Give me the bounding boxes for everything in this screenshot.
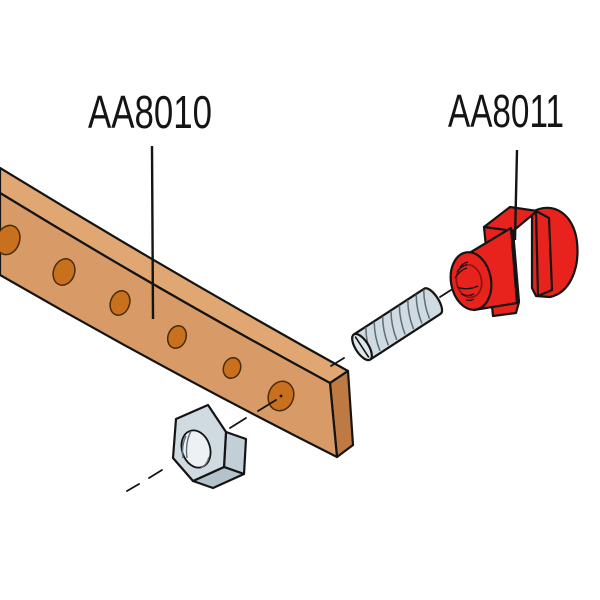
stud-threads bbox=[365, 289, 431, 357]
hex-nut bbox=[171, 403, 248, 490]
center-axis-line bbox=[126, 289, 452, 492]
busbar-hole bbox=[109, 290, 131, 316]
axis-dash bbox=[148, 469, 163, 479]
insulator-hole-threads bbox=[454, 261, 479, 301]
busbar-hole bbox=[166, 325, 188, 349]
axis-dash bbox=[229, 417, 247, 429]
stud-body bbox=[352, 287, 444, 361]
busbar-hole bbox=[0, 224, 21, 256]
support-insulator bbox=[449, 205, 579, 318]
threaded-stud bbox=[351, 287, 444, 362]
busbar-hole bbox=[222, 356, 242, 380]
aa8010-leader-line bbox=[150, 145, 155, 320]
axis-dash bbox=[330, 357, 345, 367]
leader-lines bbox=[150, 145, 519, 320]
busbar-front-face bbox=[0, 191, 339, 459]
label-aa8010: AA8010 bbox=[88, 86, 212, 138]
busbar bbox=[0, 166, 355, 459]
axis-hole-center-dot bbox=[279, 394, 283, 398]
busbar-hole bbox=[52, 258, 76, 286]
axis-dash bbox=[439, 289, 452, 298]
axis-dash bbox=[126, 483, 140, 492]
nut-hole-threads bbox=[181, 430, 210, 469]
stud-end-slot bbox=[354, 336, 370, 358]
label-aa8011: AA8011 bbox=[448, 85, 564, 137]
insulator-hex-right-face bbox=[534, 209, 554, 298]
aa8011-leader-line bbox=[513, 149, 519, 241]
axis-dash bbox=[257, 399, 277, 412]
